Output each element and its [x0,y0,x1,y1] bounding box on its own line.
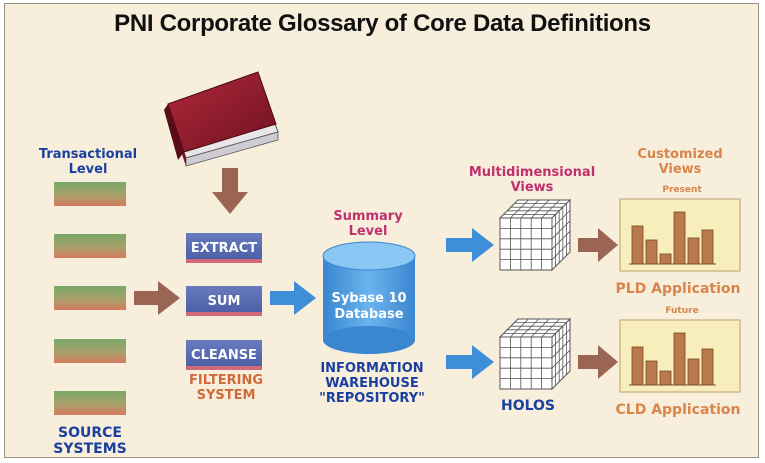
book-icon [164,71,279,167]
source-bar [54,339,126,363]
arrow-down-icon [212,168,248,214]
warehouse-label-line2: WAREHOUSE [325,376,418,391]
source-systems-label-line1: SOURCE [58,425,122,441]
cld-app-label: CLD Application [616,402,741,418]
source-systems-label-line2: SYSTEMS [53,441,126,457]
summary-level-label-line2: Level [349,224,388,239]
database-label-line2: Database [334,307,403,322]
source-bar [54,234,126,258]
future-label: Future [665,306,698,316]
multidim-label-line1: Multidimensional [469,165,595,180]
arrow-right-icon [578,228,618,262]
arrow-right-icon [446,228,494,262]
customized-label-line2: Views [659,162,702,177]
arrow-right-icon [270,281,316,315]
cube-icon [498,317,572,391]
source-bar [54,182,126,206]
warehouse-label-line1: INFORMATION [320,361,423,376]
transactional-label-line1: Transactional [39,147,137,162]
database-label-line1: Sybase 10 [331,291,406,306]
arrow-right-icon [446,345,494,379]
sum-box: SUM [186,286,262,316]
bar-chart-icon [629,332,716,386]
bar-chart-icon [629,211,716,265]
warehouse-label-line3: "REPOSITORY" [319,391,425,406]
source-bar [54,286,126,310]
sum-label: SUM [208,294,241,309]
diagram-title: PNI Corporate Glossary of Core Data Defi… [114,10,651,37]
transactional-label-line2: Level [69,162,108,177]
cube-icon [498,198,572,272]
extract-box: EXTRACT [186,233,262,263]
database-icon [322,241,416,354]
customized-label-line1: Customized [637,147,722,162]
filtering-system-label-line2: SYSTEM [197,388,256,403]
source-bar [54,391,126,415]
holos-label: HOLOS [501,398,555,414]
filtering-system-label-line1: FILTERING [189,373,263,388]
extract-label: EXTRACT [191,241,257,256]
summary-level-label-line1: Summary [333,209,403,224]
arrow-right-icon [578,345,618,379]
multidim-label-line2: Views [511,180,554,195]
cleanse-label: CLEANSE [191,348,257,363]
present-label: Present [662,185,702,195]
cleanse-box: CLEANSE [186,340,262,370]
pld-app-label: PLD Application [616,281,741,297]
arrow-right-icon [134,281,180,315]
